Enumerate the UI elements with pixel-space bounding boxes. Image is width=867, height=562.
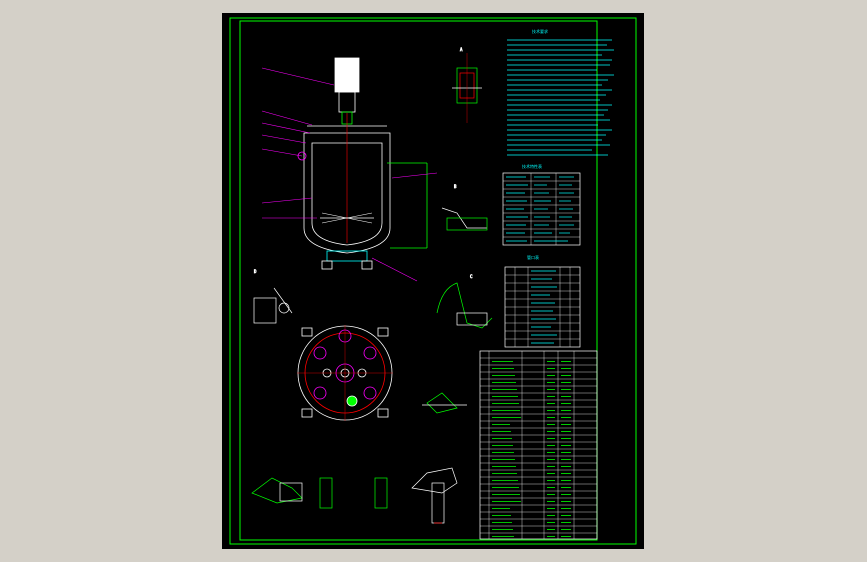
reactor-elevation [297, 57, 428, 270]
detail-c: C [436, 274, 493, 329]
bottom-details [251, 467, 458, 524]
leader-lines [261, 67, 438, 282]
tech-requirements-title: 技术要求 [532, 28, 548, 34]
nozzle-detail: A [452, 47, 482, 123]
detail-b: B [441, 184, 488, 231]
tech-requirements-block: 技术要求 [507, 28, 614, 156]
nozzle-table: 管口表 [504, 254, 581, 348]
gearbox [338, 91, 356, 113]
parts-list [479, 350, 598, 540]
detail-d: D [253, 269, 293, 324]
view-label-b: B [454, 184, 457, 189]
view-label-d: D [254, 269, 257, 274]
view-label-a: A [460, 47, 463, 52]
motor-icon [334, 57, 360, 93]
vessel-icon [303, 132, 391, 254]
outer-frame [229, 17, 637, 545]
cad-drawing: A B C D [229, 17, 637, 545]
technical-data-table: 技术特性表 [502, 163, 581, 246]
view-label-c: C [470, 274, 473, 279]
plan-view [297, 325, 393, 421]
tech-requirements-text-lines [507, 39, 614, 156]
detail-e [422, 392, 467, 414]
drawing-sheet[interactable]: A B C D [222, 13, 644, 549]
inner-frame [239, 20, 598, 541]
nozzle-table-title: 管口表 [527, 254, 539, 260]
technical-data-title: 技术特性表 [522, 163, 542, 169]
